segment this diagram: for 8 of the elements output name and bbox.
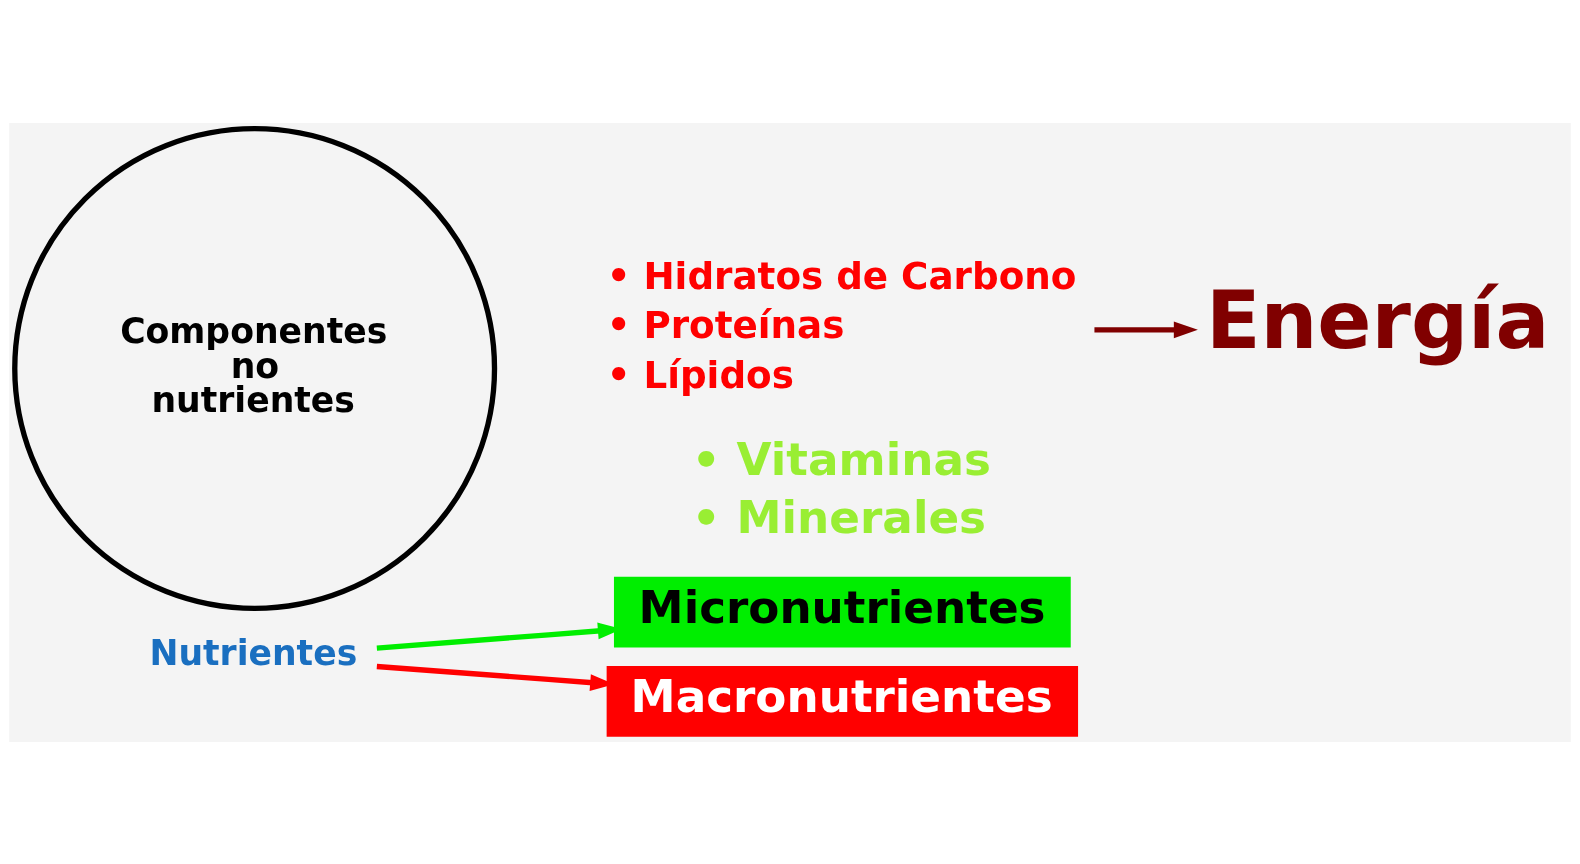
node-text: • Vitaminas • Minerales <box>691 432 991 544</box>
node-box: Micronutrientes <box>613 576 1071 647</box>
node-text: Energía <box>1205 273 1550 367</box>
arrow <box>1094 320 1198 338</box>
node-text: Nutrientes <box>149 632 358 673</box>
node-text: • Hidratos de Carbono • Proteínas • Lípidos <box>606 253 1077 397</box>
node-circle: Componentes no nutrientes <box>12 125 498 611</box>
node-box: Macronutrientes <box>606 665 1079 737</box>
